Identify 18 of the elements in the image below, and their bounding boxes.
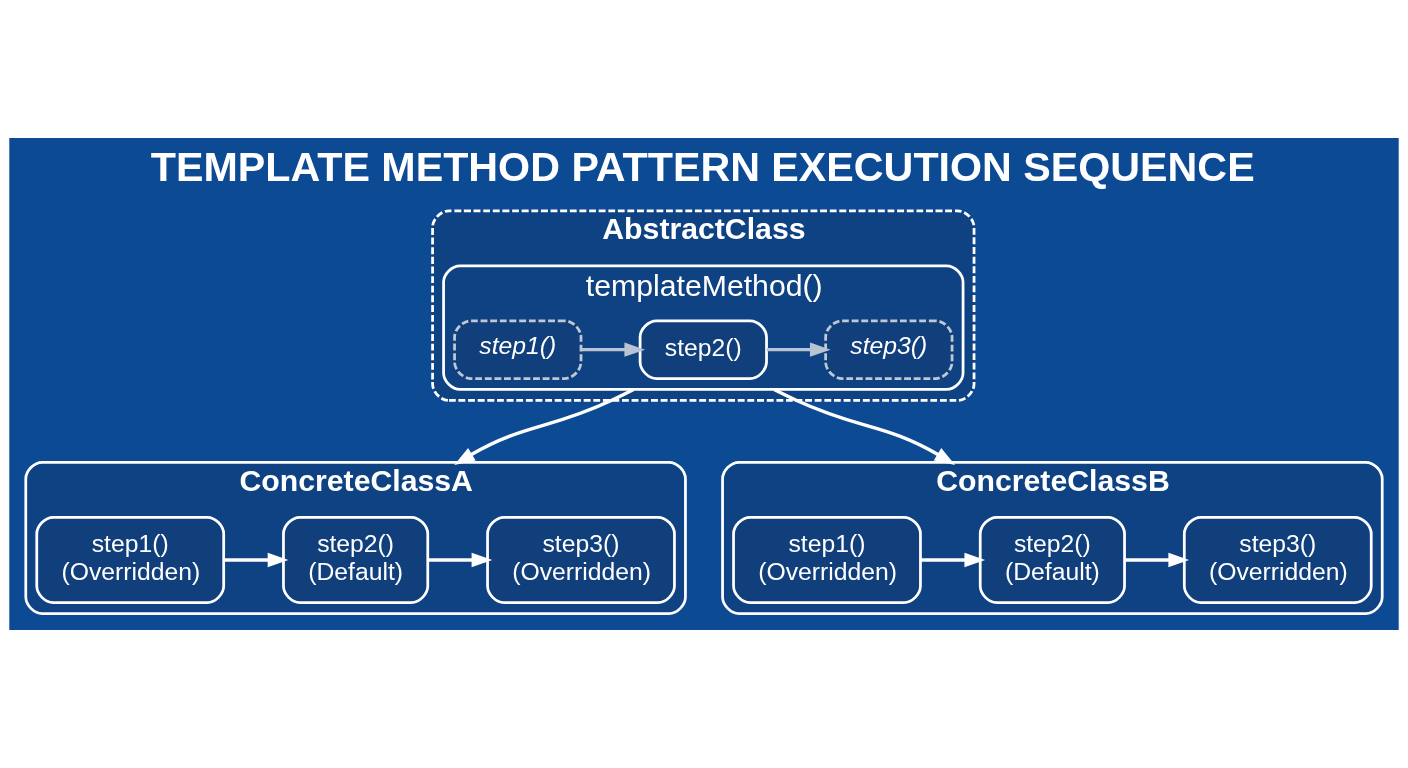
node-box: step3() bbox=[824, 319, 954, 380]
node-box: step2() (Default) bbox=[282, 515, 430, 604]
node-box: step1() bbox=[453, 319, 583, 380]
node-box: step1() (Overridden) bbox=[732, 515, 922, 604]
node-box: step3() (Overridden) bbox=[1182, 515, 1373, 604]
node-box: step2() (Default) bbox=[978, 515, 1126, 604]
node-box: step3() (Overridden) bbox=[486, 515, 676, 604]
diagram-title: TEMPLATE METHOD PATTERN EXECUTION SEQUENCE bbox=[150, 143, 1255, 190]
arrow bbox=[581, 342, 646, 357]
arrow bbox=[773, 387, 956, 466]
arrow bbox=[920, 552, 986, 568]
arrow bbox=[1124, 552, 1190, 568]
arrow bbox=[224, 552, 289, 568]
node-box: step2() bbox=[638, 319, 768, 380]
node-box: step1() (Overridden) bbox=[35, 515, 226, 604]
arrow bbox=[766, 342, 831, 357]
arrow bbox=[454, 387, 635, 466]
arrow bbox=[427, 552, 493, 568]
